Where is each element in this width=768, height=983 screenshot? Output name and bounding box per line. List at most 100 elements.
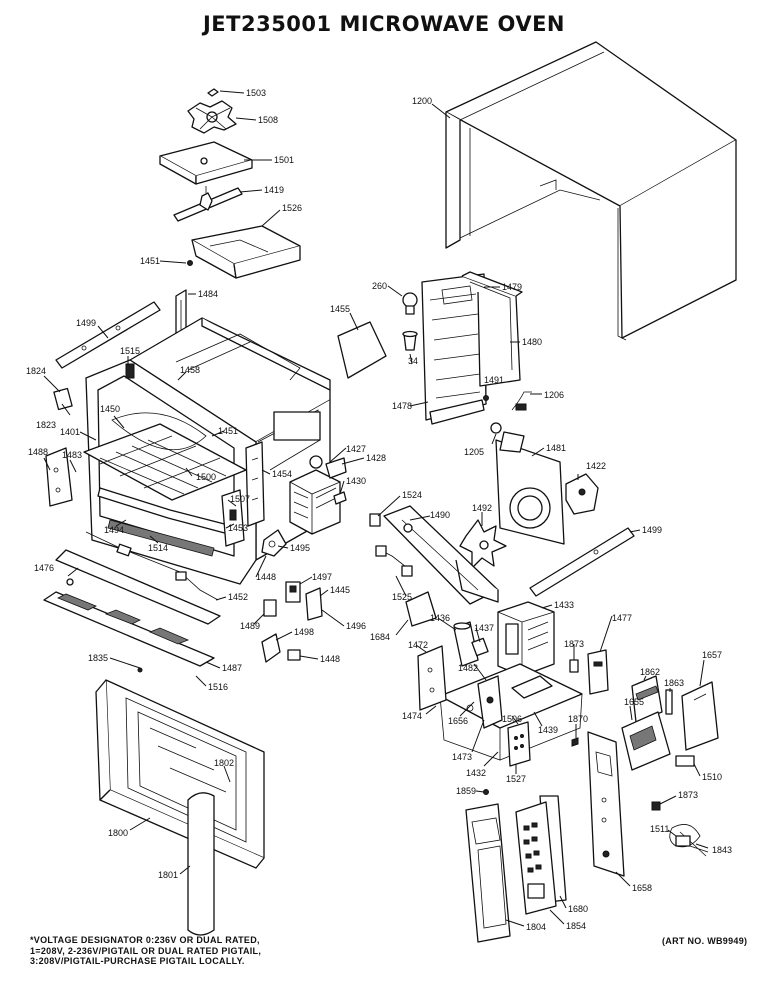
socket-34-icon (402, 330, 418, 351)
stirrer-bracket-icon (159, 141, 253, 185)
light-bulb-icon (402, 292, 418, 315)
label-1506: 1506 (502, 714, 522, 724)
fan-shroud-icon (495, 431, 565, 545)
label-1496: 1496 (346, 621, 366, 631)
label-1516: 1516 (208, 682, 228, 692)
air-duct-1479-icon (461, 271, 523, 387)
fan-blade-1492-icon (459, 519, 507, 569)
label-1489: 1489 (240, 621, 260, 631)
label-1479: 1479 (502, 282, 522, 292)
label-1428: 1428 (366, 453, 386, 463)
part-1524-icon (369, 513, 381, 527)
part-1873b-icon (651, 801, 661, 811)
label-1481: 1481 (546, 443, 566, 453)
label-1527: 1527 (506, 774, 526, 784)
label-1452: 1452 (228, 592, 248, 602)
label-1445: 1445 (330, 585, 350, 595)
label-1401: 1401 (60, 427, 80, 437)
footnote-line: 3:208V/PIGTAIL-PURCHASE PIGTAIL LOCALLY. (30, 956, 245, 966)
circuit-board-1655-icon (621, 711, 671, 771)
label-1453: 1453 (228, 523, 248, 533)
part-1498-icon (261, 633, 281, 663)
spring-1515-icon (125, 363, 135, 379)
label-1451-b: 1451 (218, 426, 238, 436)
label-1448-b: 1448 (320, 654, 340, 664)
door-handle-icon (187, 792, 215, 936)
label-1823: 1823 (36, 420, 56, 430)
label-1499-right: 1499 (642, 525, 662, 535)
oven-door-icon (95, 667, 265, 869)
label-1488: 1488 (28, 447, 48, 457)
label-260: 260 (372, 281, 387, 291)
label-1507: 1507 (230, 494, 250, 504)
waveguide-cover-icon (187, 225, 301, 279)
label-1655: 1655 (624, 697, 644, 707)
switch-1497-icon (285, 581, 301, 603)
label-1514: 1514 (148, 543, 168, 553)
label-1476: 1476 (34, 563, 54, 573)
label-1437: 1437 (474, 623, 494, 633)
label-1804: 1804 (526, 922, 546, 932)
door-choke-1487-icon (43, 591, 215, 667)
label-1480: 1480 (522, 337, 542, 347)
fan-bracket-1490-icon (383, 505, 499, 605)
label-1491: 1491 (484, 375, 504, 385)
part-1863-icon (665, 689, 673, 715)
label-1497: 1497 (312, 572, 332, 582)
interlock-1454-icon (245, 441, 265, 527)
wire-harness-1525-icon (375, 545, 413, 577)
diode-1495-icon (261, 529, 287, 557)
label-1870: 1870 (568, 714, 588, 724)
label-1873-bottom: 1873 (678, 790, 698, 800)
footnote-line: *VOLTAGE DESIGNATOR 0:236V OR DUAL RATED… (30, 935, 260, 945)
label-1450: 1450 (100, 404, 120, 414)
label-1454: 1454 (272, 469, 292, 479)
label-1474: 1474 (402, 711, 422, 721)
label-1205: 1205 (464, 447, 484, 457)
keypad-overlay-1854-icon (515, 801, 557, 915)
part-1472-icon (417, 645, 447, 711)
mounting-bracket-1499-icon (55, 301, 161, 369)
label-1862: 1862 (640, 667, 660, 677)
label-1498: 1498 (294, 627, 314, 637)
control-panel-frame-1804-icon (465, 803, 511, 943)
label-1433: 1433 (554, 600, 574, 610)
label-1484: 1484 (198, 289, 218, 299)
label-1800: 1800 (108, 828, 128, 838)
label-1458: 1458 (180, 365, 200, 375)
mounting-bracket-1499b-icon (529, 527, 635, 597)
label-1432: 1432 (466, 768, 486, 778)
stirrer-fan-icon (187, 88, 237, 134)
label-1854: 1854 (566, 921, 586, 931)
label-1455: 1455 (330, 304, 350, 314)
label-1472: 1472 (408, 640, 428, 650)
relay-1482-icon (477, 675, 503, 729)
label-1859: 1859 (456, 786, 476, 796)
part-1862-icon (631, 675, 663, 723)
label-1843: 1843 (712, 845, 732, 855)
label-1524: 1524 (402, 490, 422, 500)
label-1658: 1658 (632, 883, 652, 893)
cord-1206-icon (511, 391, 532, 411)
label-1680: 1680 (568, 904, 588, 914)
screw-1859-icon (483, 789, 489, 795)
footnote-line: 1=208V, 2-236V/PIGTAIL OR DUAL RATED PIG… (30, 945, 262, 956)
label-34: 34 (408, 356, 418, 366)
label-1824: 1824 (26, 366, 46, 376)
label-1436: 1436 (430, 613, 450, 623)
label-1526: 1526 (282, 203, 302, 213)
label-1200: 1200 (412, 96, 432, 106)
label-1525: 1525 (392, 592, 412, 602)
label-1430: 1430 (346, 476, 366, 486)
label-1482: 1482 (458, 663, 478, 673)
bracket-1527-icon (507, 721, 531, 767)
label-1473: 1473 (452, 752, 472, 762)
label-1478: 1478 (392, 401, 412, 411)
label-1802: 1802 (214, 758, 234, 768)
label-1492: 1492 (472, 503, 492, 513)
label-1511: 1511 (650, 824, 669, 834)
bracket-1477-icon (587, 649, 609, 695)
label-1422: 1422 (586, 461, 606, 471)
part-1448b-icon (287, 649, 301, 661)
part-1489-icon (263, 599, 277, 617)
